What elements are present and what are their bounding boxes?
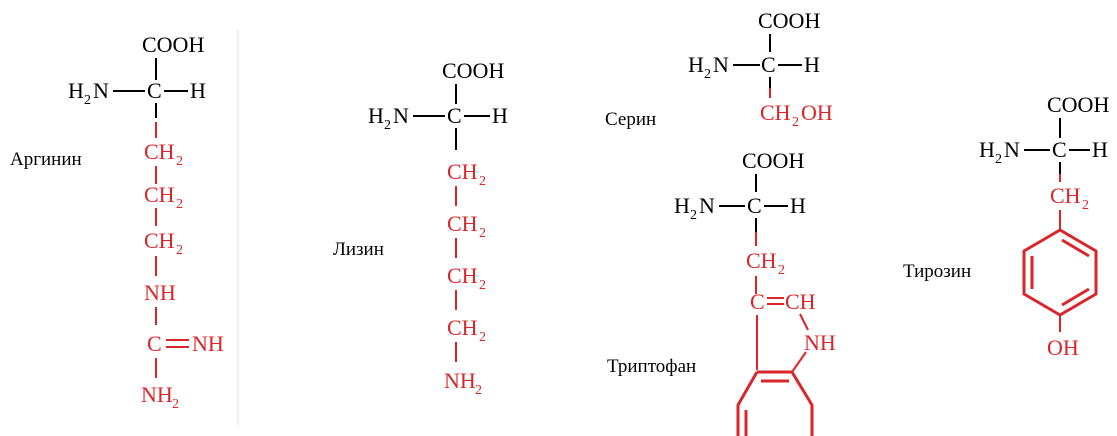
lysine-name: Лизин (333, 239, 384, 260)
lysine-h: H (492, 103, 508, 128)
arginine-nh: NH (144, 280, 176, 305)
lysine-nh2-sub: 2 (475, 383, 482, 398)
arginine-ch2-1-sub: 2 (176, 154, 183, 169)
serine-structure: Серин COOH H 2 N C H CH 2 OH (605, 8, 833, 130)
tryptophan-bond-ch-nh (799, 313, 809, 331)
arginine-amino-n: N (93, 78, 109, 103)
tyrosine-inner-2 (1061, 287, 1090, 307)
lysine-amino-n: N (393, 103, 409, 128)
lysine-nh2: NH (444, 368, 476, 393)
arginine-nh2-sub: 2 (172, 397, 179, 412)
serine-h: H (804, 52, 820, 77)
tryptophan-bond-n-ring (791, 351, 807, 373)
arginine-ch2-2-sub: 2 (176, 197, 183, 212)
arginine-ch2-1: CH (144, 139, 175, 164)
arginine-imino-nh: NH (192, 331, 224, 356)
tyrosine-h: H (1092, 137, 1108, 162)
arginine-ch2-3-sub: 2 (176, 243, 183, 258)
tryptophan-amino-sub: 2 (690, 208, 697, 223)
tyrosine-inner-1 (1061, 238, 1090, 258)
arginine-amino-h: H (68, 78, 84, 103)
tyrosine-structure: Тирозин COOH H 2 N C H CH 2 OH (903, 92, 1109, 360)
tyrosine-ch2: CH (1050, 183, 1081, 208)
arginine-alpha-c: C (147, 78, 162, 103)
serine-amino-sub: 2 (704, 67, 711, 82)
tyrosine-amino-h: H (979, 137, 995, 162)
arginine-ch2-2: CH (144, 182, 175, 207)
lysine-structure: Лизин COOH H 2 N C H CH 2 CH 2 CH 2 CH 2… (333, 58, 508, 398)
tyrosine-benzene-ring (1022, 228, 1098, 317)
tryptophan-amino-n: N (699, 193, 715, 218)
tryptophan-nh: NH (804, 330, 836, 355)
arginine-nh2: NH (141, 382, 173, 407)
lysine-ch2-4-sub: 2 (479, 330, 486, 345)
lysine-amino-sub: 2 (384, 118, 391, 133)
lysine-ch2-3-sub: 2 (479, 278, 486, 293)
serine-amino-h: H (688, 52, 704, 77)
lysine-ch2-3: CH (447, 263, 478, 288)
lysine-ch2-2-sub: 2 (479, 226, 486, 241)
tyrosine-cooh: COOH (1047, 92, 1109, 117)
lysine-cooh: COOH (442, 58, 504, 83)
tyrosine-amino-sub: 2 (995, 152, 1002, 167)
lysine-ch2-1: CH (447, 159, 478, 184)
arginine-structure: Аргинин COOH H 2 N C H CH 2 CH 2 CH 2 NH… (10, 32, 224, 412)
tryptophan-h: H (790, 193, 806, 218)
lysine-ch2-4: CH (447, 315, 478, 340)
tryptophan-ch: CH (785, 289, 816, 314)
arginine-cooh: COOH (142, 32, 204, 57)
tyrosine-name: Тирозин (903, 261, 971, 282)
tryptophan-ch2: CH (746, 248, 777, 273)
serine-amino-n: N (713, 52, 729, 77)
lysine-ch2-1-sub: 2 (479, 174, 486, 189)
serine-name: Серин (605, 109, 656, 130)
tryptophan-alpha-c: C (747, 193, 762, 218)
arginine-name: Аргинин (10, 149, 82, 170)
lysine-amino-h: H (368, 103, 384, 128)
arginine-ch2-3: CH (144, 228, 175, 253)
serine-alpha-c: C (761, 52, 776, 77)
tryptophan-name: Триптофан (607, 356, 696, 377)
lysine-ch2-2: CH (447, 211, 478, 236)
serine-ch2oh-sub: 2 (792, 115, 799, 130)
arginine-amino-sub: 2 (84, 93, 91, 108)
serine-ch2oh-oh: OH (801, 100, 833, 125)
arginine-h: H (190, 78, 206, 103)
serine-cooh: COOH (758, 8, 820, 33)
serine-ch2oh-ch: CH (760, 100, 791, 125)
tyrosine-alpha-c: C (1052, 137, 1067, 162)
arginine-guanidino-c: C (147, 331, 162, 356)
tryptophan-cooh: COOH (742, 148, 804, 173)
tryptophan-c-eq-c-c: C (750, 289, 765, 314)
lysine-alpha-c: C (447, 103, 462, 128)
tyrosine-amino-n: N (1004, 137, 1020, 162)
tryptophan-structure: Триптофан COOH H 2 N C H CH 2 C CH NH (607, 148, 836, 436)
tryptophan-ch2-sub: 2 (778, 263, 785, 278)
tryptophan-benzene-ring (736, 370, 814, 436)
tyrosine-oh: OH (1047, 335, 1079, 360)
tryptophan-amino-h: H (674, 193, 690, 218)
tyrosine-ch2-sub: 2 (1082, 198, 1089, 213)
